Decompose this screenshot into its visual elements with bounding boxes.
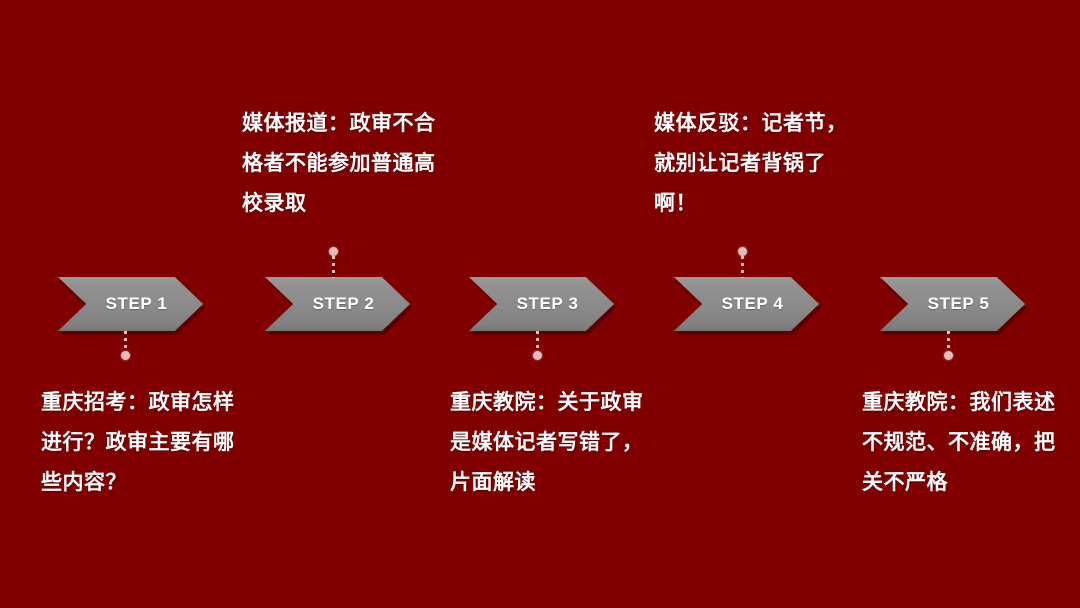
step-shape-2[interactable]: STEP 2	[265, 277, 410, 331]
connector-line-5	[947, 331, 950, 353]
connector-line-1	[124, 331, 127, 353]
connector-dot-2	[329, 247, 338, 256]
step-connector-4	[738, 247, 747, 279]
connector-dot-5	[944, 351, 953, 360]
step-label-1: STEP 1	[105, 294, 168, 313]
step-connector-2	[329, 247, 338, 279]
step-connector-3	[533, 331, 542, 361]
step-connector-5	[944, 331, 953, 361]
step-shape-4[interactable]: STEP 4	[674, 277, 819, 331]
step-shape-1[interactable]: STEP 1	[58, 277, 203, 331]
connector-line-2	[332, 256, 335, 278]
step-label-3: STEP 3	[516, 294, 579, 313]
step-caption-5: 重庆教院：我们表述不规范、不准确，把关不严格	[862, 391, 1056, 494]
step-connector-1	[121, 331, 130, 361]
connector-dot-3	[533, 351, 542, 360]
step-label-2: STEP 2	[312, 294, 375, 313]
connector-dot-4	[738, 247, 747, 256]
step-label-4: STEP 4	[721, 294, 784, 313]
step-label-5: STEP 5	[927, 294, 990, 313]
connector-line-3	[536, 331, 539, 353]
step-caption-1: 重庆招考：政审怎样进行？政审主要有哪些内容？	[41, 391, 235, 494]
connector-line-4	[741, 256, 744, 278]
step-shape-5[interactable]: STEP 5	[880, 277, 1025, 331]
connector-dot-1	[121, 351, 130, 360]
step-caption-3: 重庆教院：关于政审是媒体记者写错了，片面解读	[450, 391, 644, 494]
step-caption-2: 媒体报道：政审不合格者不能参加普通高校录取	[242, 112, 436, 215]
step-shape-3[interactable]: STEP 3	[469, 277, 614, 331]
step-caption-4: 媒体反驳：记者节，就别让记者背锅了啊！	[654, 112, 848, 215]
